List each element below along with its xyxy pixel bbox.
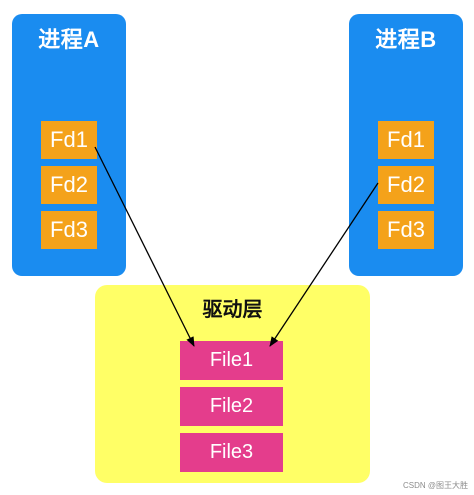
process-b-fd1: Fd1 xyxy=(378,121,434,159)
process-a-title: 进程A xyxy=(38,27,100,52)
process-b-box: 进程B Fd1 Fd2 Fd3 xyxy=(349,14,463,276)
driver-file1: File1 xyxy=(180,341,283,380)
driver-file3: File3 xyxy=(180,433,283,472)
process-b-title: 进程B xyxy=(375,27,437,52)
watermark: CSDN @图王大胜 xyxy=(402,481,468,490)
process-b-fd2: Fd2 xyxy=(378,166,434,204)
process-a-fd2: Fd2 xyxy=(41,166,97,204)
driver-file2: File2 xyxy=(180,387,283,426)
process-a-fd1: Fd1 xyxy=(41,121,97,159)
process-b-fd3: Fd3 xyxy=(378,211,434,249)
process-a-fd3: Fd3 xyxy=(41,211,97,249)
driver-layer-box: 驱动层 File1 File2 File3 xyxy=(95,285,370,483)
process-a-box: 进程A Fd1 Fd2 Fd3 xyxy=(12,14,126,276)
driver-layer-title: 驱动层 xyxy=(202,299,263,321)
